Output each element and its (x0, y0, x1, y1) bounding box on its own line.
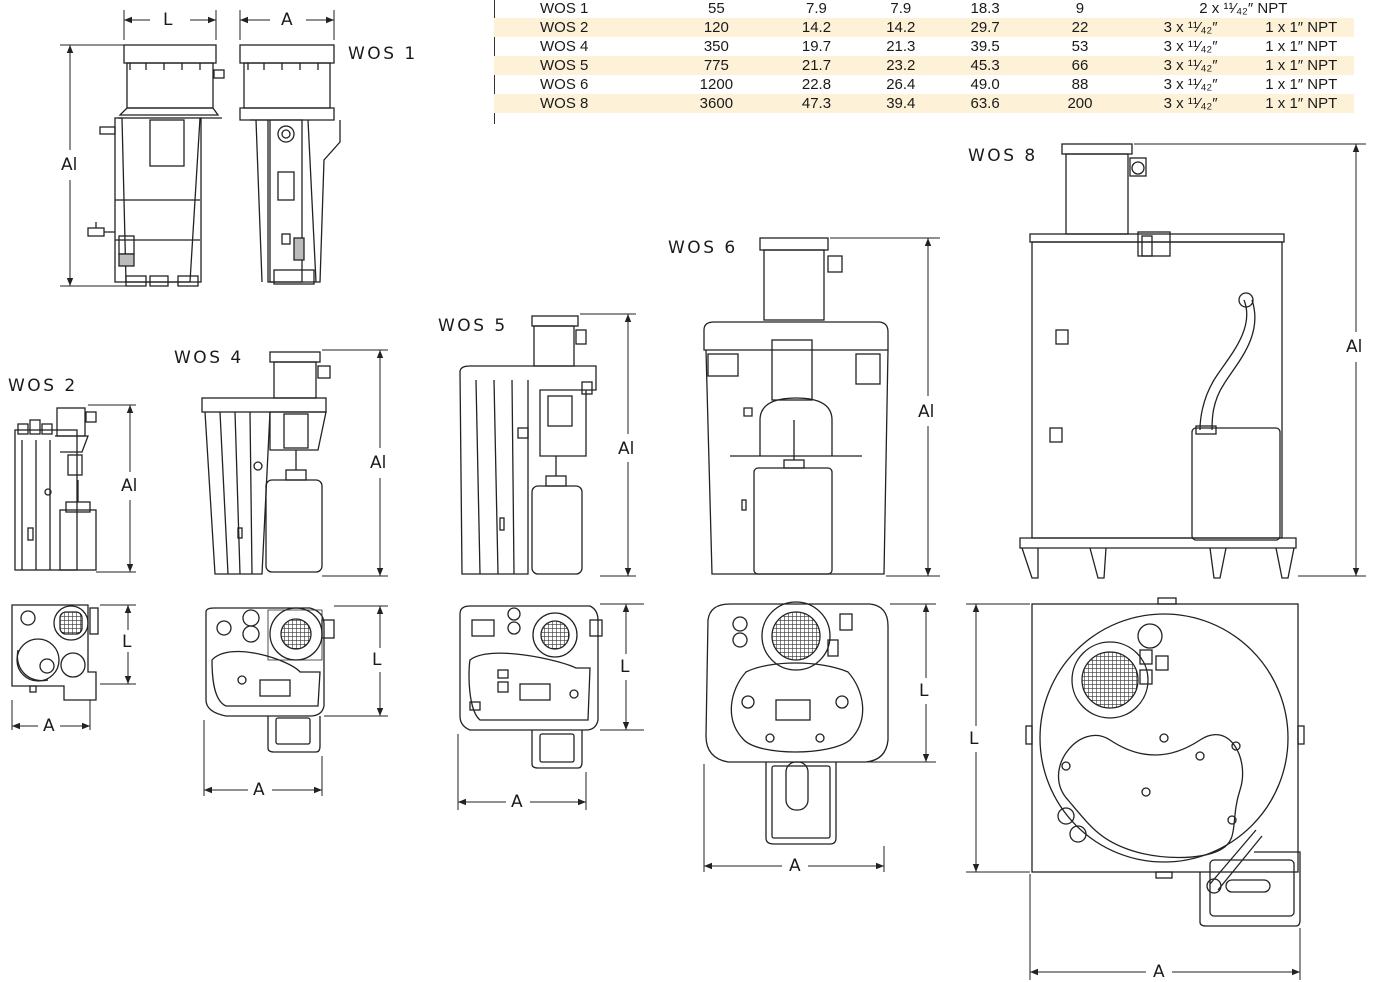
wos6-top-view (705, 601, 889, 845)
table-row: WOS 2 120 14.2 14.2 29.7 22 3 x ¹¹⁄₄₂″ 1… (494, 18, 1354, 37)
cell-value: 1200 (699, 76, 734, 93)
dim-label-height: Al (119, 476, 140, 496)
cell-outlet: 1 x 1″ NPT (1265, 38, 1338, 55)
dim-label-length: L (161, 10, 175, 30)
cell-value: 200 (1027, 94, 1133, 113)
wos1-front-view (87, 44, 225, 287)
cell-value: 18.3 (970, 0, 1000, 17)
wos5-front-view (459, 315, 597, 575)
dim-label-length: L (370, 650, 384, 670)
cell-value: 775 (658, 56, 775, 75)
cell-outlet: 1 x 1″ NPT (1248, 56, 1354, 75)
cell-value: 63.6 (942, 94, 1028, 113)
cell-inlet: 3 x ¹¹⁄₄₂″ (1132, 56, 1249, 75)
cell-value: 14.2 (858, 18, 943, 37)
cell-inlet: 3 x ¹¹⁄₄₂″ (1132, 94, 1249, 113)
cell-inlet: 3 x ¹¹⁄₄₂″ (1163, 76, 1218, 93)
cell-value: 55 (708, 0, 725, 17)
cell-value: 23.2 (858, 56, 943, 75)
cell-outlet: 1 x 1″ NPT (1265, 76, 1338, 93)
spec-table: WOS 1 55 7.9 7.9 18.3 9 2 x ¹¹⁄₄₂″ NPT W… (494, 0, 1354, 113)
table-row: WOS 6 1200 22.8 26.4 49.0 88 3 x ¹¹⁄₄₂″ … (494, 75, 1354, 94)
cell-connection: 2 x ¹¹⁄₄₂″ NPT (1199, 0, 1288, 17)
dim-label-height: Al (368, 453, 389, 473)
cell-model: WOS 2 (494, 18, 659, 37)
model-label-wos4: WOS 4 (174, 348, 244, 368)
cell-value: 7.9 (890, 0, 912, 17)
cell-value: 47.3 (774, 94, 859, 113)
dim-label-length: L (618, 657, 632, 677)
dim-label-height: Al (916, 402, 937, 422)
model-label-wos8: WOS 8 (968, 146, 1038, 166)
table-row: WOS 8 3600 47.3 39.4 63.6 200 3 x ¹¹⁄₄₂″… (494, 94, 1354, 113)
table-row: WOS 5 775 21.7 23.2 45.3 66 3 x ¹¹⁄₄₂″ 1… (494, 56, 1354, 75)
cell-value: 21.7 (774, 56, 859, 75)
dimension-lines (11, 10, 1366, 980)
cell-model: WOS 6 (540, 76, 589, 93)
cell-value: 22.8 (801, 76, 832, 93)
wos4-top-view (205, 607, 335, 753)
cell-value: 39.5 (970, 38, 1000, 55)
cell-value: 45.3 (942, 56, 1028, 75)
cell-value: 3600 (658, 94, 775, 113)
cell-model: WOS 5 (494, 56, 659, 75)
cell-value: 9 (1075, 0, 1085, 17)
cell-value: 120 (658, 18, 775, 37)
dim-label-width: A (251, 780, 267, 800)
dim-label-height: Al (1344, 337, 1365, 357)
wos2-top-view (11, 604, 99, 701)
cell-outlet: 1 x 1″ NPT (1248, 94, 1354, 113)
dim-label-height: Al (616, 439, 637, 459)
model-label-wos1: WOS 1 (348, 44, 418, 64)
dim-label-width: A (787, 856, 803, 876)
wos5-top-view (459, 605, 603, 769)
cell-model: WOS 4 (540, 38, 589, 55)
cell-model: WOS 8 (494, 94, 659, 113)
cell-model: WOS 1 (540, 0, 589, 17)
cell-value: 22 (1027, 18, 1133, 37)
wos1-side-view (239, 44, 341, 285)
cell-value: 66 (1027, 56, 1133, 75)
dim-label-width: A (41, 716, 57, 736)
model-label-wos5: WOS 5 (438, 316, 508, 336)
cell-value: 7.9 (806, 0, 827, 17)
dim-label-length: L (917, 681, 931, 701)
cell-value: 39.4 (858, 94, 943, 113)
cell-value: 29.7 (942, 18, 1028, 37)
cell-value: 21.3 (886, 38, 916, 55)
cell-value: 19.7 (801, 38, 832, 55)
table-row: WOS 1 55 7.9 7.9 18.3 9 2 x ¹¹⁄₄₂″ NPT (494, 0, 1354, 18)
cell-value: 26.4 (886, 76, 916, 93)
wos6-front-view (703, 237, 889, 575)
dim-label-width: A (509, 792, 525, 812)
dim-label-width: A (1151, 962, 1167, 982)
cell-outlet: 1 x 1″ NPT (1248, 18, 1354, 37)
wos8-front-view (1019, 143, 1297, 579)
model-label-wos6: WOS 6 (668, 238, 738, 258)
dim-label-length: L (967, 729, 981, 749)
dim-label-width: A (279, 10, 295, 30)
cell-value: 49.0 (970, 76, 1000, 93)
cell-value: 53 (1071, 38, 1089, 55)
wos8-top-view (1025, 597, 1305, 927)
dim-label-height: Al (59, 155, 80, 175)
wos4-front-view (201, 351, 331, 575)
cell-value: 14.2 (774, 18, 859, 37)
cell-inlet: 3 x ¹¹⁄₄₂″ (1163, 38, 1218, 55)
cell-inlet: 3 x ¹¹⁄₄₂″ (1132, 18, 1249, 37)
wos2-front-view (14, 407, 97, 571)
table-row: WOS 4 350 19.7 21.3 39.5 53 3 x ¹¹⁄₄₂″ 1… (494, 37, 1354, 56)
cell-value: 350 (703, 38, 729, 55)
model-label-wos2: WOS 2 (8, 376, 78, 396)
cell-value: 88 (1071, 76, 1089, 93)
dim-label-length: L (120, 632, 134, 652)
